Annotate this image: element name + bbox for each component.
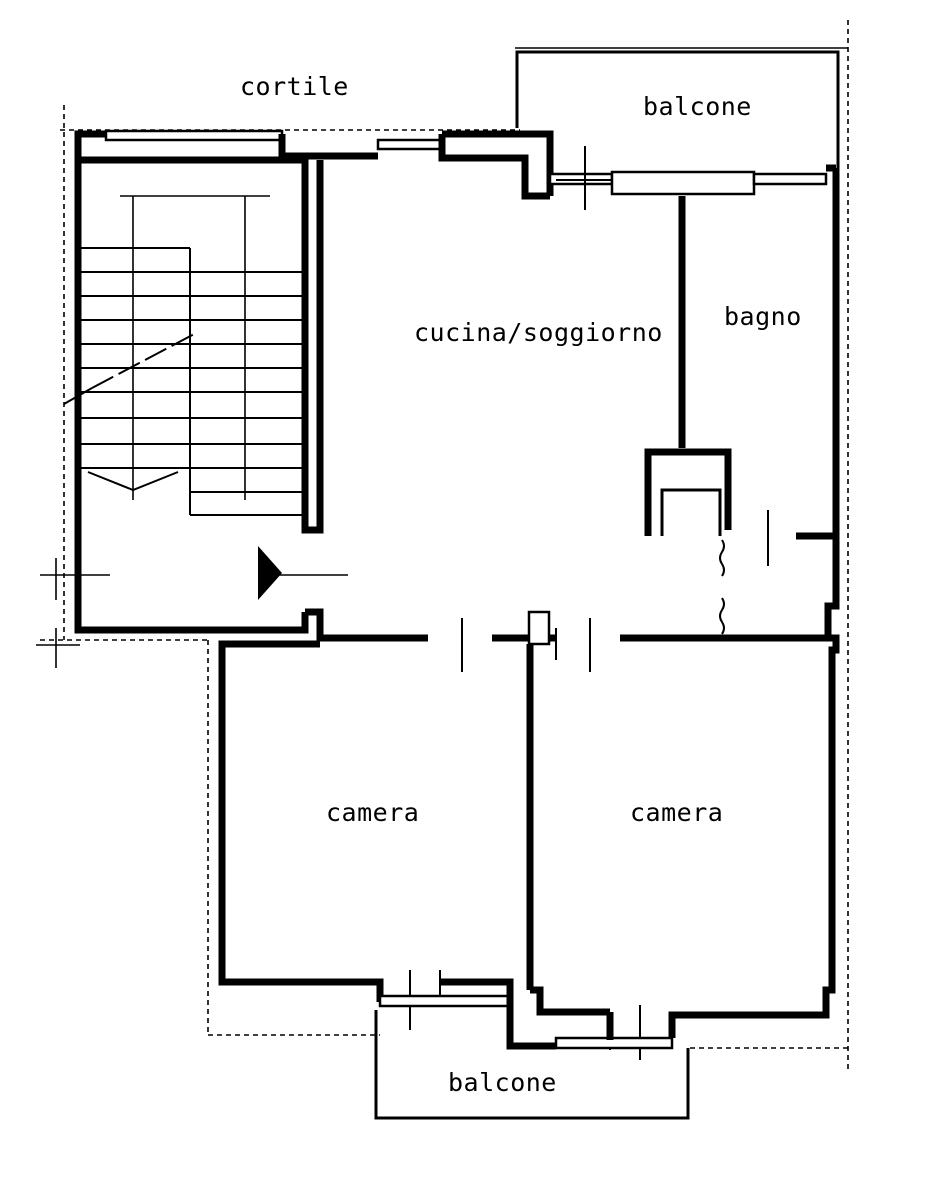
balcony-top [515, 50, 840, 168]
bedroom-walls [218, 640, 674, 1050]
room-label-bedroom-right: camera [630, 798, 724, 827]
window-ticks [409, 146, 641, 1060]
room-label-bathroom: bagno [724, 302, 802, 331]
room-label-kitchen-living: cucina/soggiorno [414, 318, 663, 347]
interior-walls [305, 196, 836, 672]
room-label-courtyard: cortile [240, 72, 349, 101]
room-label-balcony-bottom: balcone [448, 1068, 557, 1097]
balcony-bottom [374, 1010, 690, 1120]
room-label-balcony-top: balcone [643, 92, 752, 121]
east-wall [668, 168, 840, 1038]
room-label-bedroom-left: camera [326, 798, 420, 827]
staircase [36, 154, 348, 668]
reference-lines [40, 20, 850, 1070]
